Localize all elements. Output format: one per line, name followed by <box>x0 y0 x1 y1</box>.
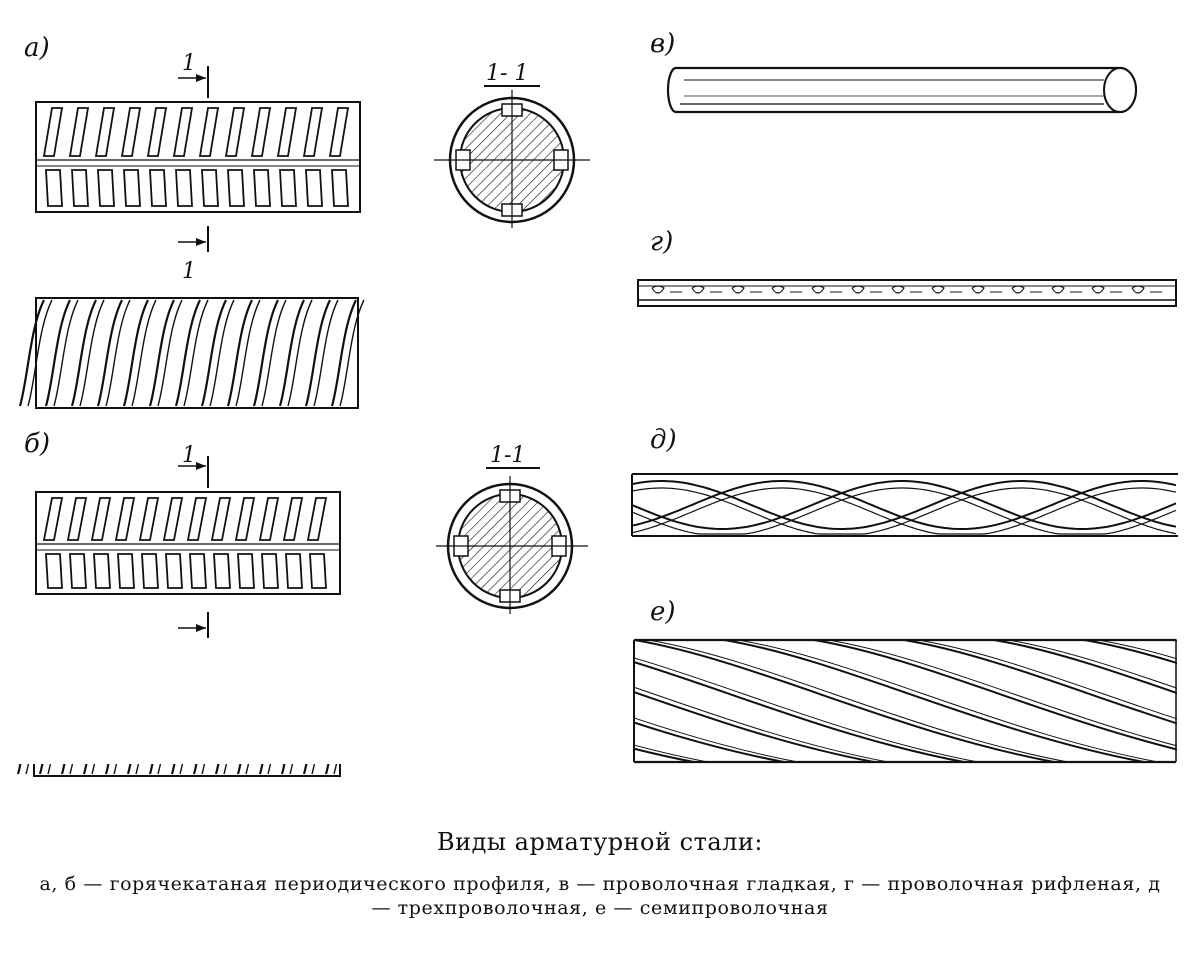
section-marker-b-top: 1 <box>178 443 209 488</box>
label-b: б) <box>24 429 50 459</box>
svg-text:1: 1 <box>182 259 196 284</box>
label-a: а) <box>24 33 50 63</box>
cross-section-a: 1- 1 <box>434 61 590 228</box>
caption-title: Виды арматурной стали: <box>437 828 763 856</box>
bar-a-bottom-view <box>18 297 365 409</box>
bar-g-ribbed-wire <box>637 279 1177 307</box>
label-v: в) <box>650 29 675 59</box>
svg-text:1: 1 <box>182 51 196 76</box>
section-marker-a-bottom: 1 <box>178 226 209 284</box>
section-marker-a-top: 1 <box>178 51 209 98</box>
bar-a-top-view <box>35 101 361 213</box>
caption-text: а, б — горячекатаная периодического проф… <box>39 873 1161 919</box>
bar-e-seven-wire-strand <box>0 638 1200 764</box>
bar-d-three-wire-strand <box>631 473 1178 537</box>
label-d: д) <box>650 425 677 455</box>
svg-text:1: 1 <box>182 443 196 468</box>
cross-section-b: 1-1 <box>436 443 588 614</box>
label-e: е) <box>650 597 676 627</box>
svg-text:1- 1: 1- 1 <box>486 61 528 86</box>
label-g: г) <box>650 227 673 257</box>
svg-text:1-1: 1-1 <box>490 443 525 468</box>
rebar-diagram: а) б) в) г) д) е) 1 1 1 1 <box>0 29 1200 777</box>
bar-b-top-view <box>35 491 341 595</box>
bar-v-smooth-wire <box>666 66 1138 114</box>
